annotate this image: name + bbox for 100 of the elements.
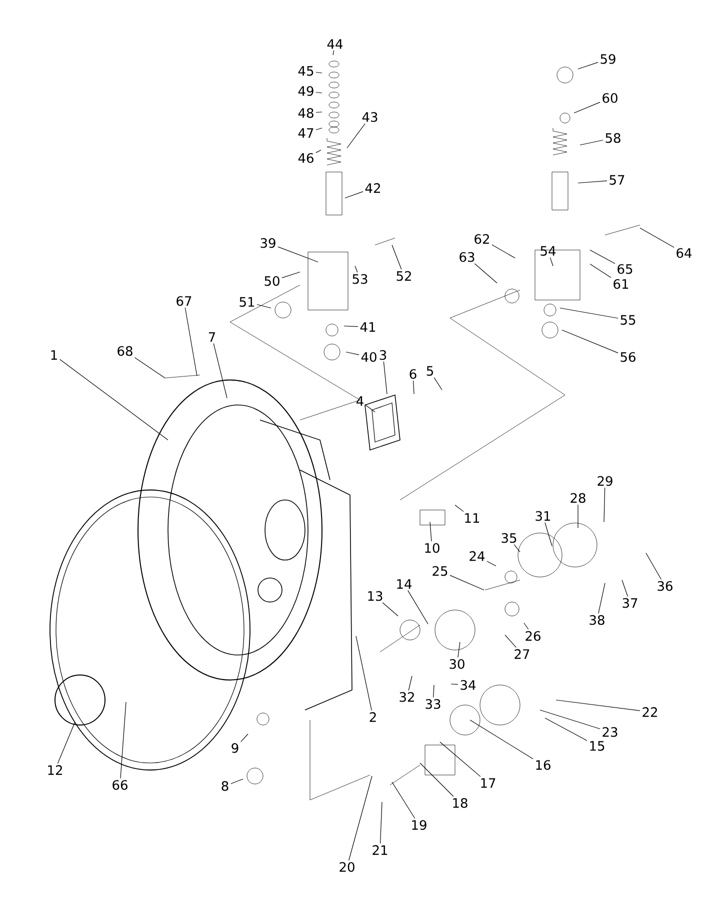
leader-line [486,560,496,566]
leader-line [316,128,322,130]
callout-number: 1 [51,350,57,360]
callout-number: 31 [536,511,550,521]
leader-line [383,361,388,394]
callout-number: 61 [614,279,628,289]
callout-number: 41 [360,322,376,332]
callout-number: 23 [602,727,618,737]
leader-line [408,676,412,691]
leader-line [256,304,272,308]
callout-number: 42 [365,183,380,193]
callout-number: 64 [676,248,692,258]
leader-line [440,742,481,777]
leader-line [544,718,588,741]
callout-number: 46 [298,153,314,163]
callout-number: 27 [514,649,530,659]
callout-number: 25 [432,566,448,576]
leader-line [540,710,600,730]
leader-line [622,580,628,597]
leader-line [646,552,662,580]
callout-number: 54 [540,246,556,256]
leader-line [590,250,616,264]
callout-number: 19 [412,820,426,830]
leader-line [392,244,402,270]
callout-number: 15 [590,741,604,751]
callout-number: 34 [460,680,476,690]
leader-line [316,72,322,74]
callout-number: 12 [48,765,62,775]
callout-number: 62 [474,234,489,244]
leader-line [470,720,534,760]
callout-number: 57 [610,175,624,185]
callout-number: 26 [526,631,540,641]
leader-line [382,602,398,616]
callout-number: 17 [481,778,496,788]
leader-line [278,246,318,262]
callout-number: 16 [536,760,550,770]
leader-line [230,778,244,784]
leader-line [578,62,598,70]
leader-line [598,582,606,614]
leader-line [474,263,498,284]
leader-line [366,404,376,412]
leader-line [346,123,366,148]
callout-number: 39 [260,238,276,248]
leader-line [458,642,460,658]
leader-line [240,734,248,742]
callout-number: 29 [598,476,612,486]
callout-number: 20 [340,862,354,872]
leader-line [332,50,334,56]
leader-line [57,722,76,764]
callout-number: 33 [426,699,440,709]
leader-line [562,330,618,354]
callout-number: 5 [426,366,433,376]
callout-number: 66 [112,780,128,790]
leader-line [640,228,674,248]
callout-number: 3 [380,350,386,360]
leader-line [504,634,516,648]
callout-number: 22 [642,707,657,717]
leader-line [380,802,382,844]
leader-line [348,776,372,861]
callout-number: 44 [327,39,343,49]
callout-number: 10 [425,543,440,553]
callout-number: 11 [465,513,480,523]
callout-number: 36 [658,581,672,591]
leader-line [356,636,372,711]
leader-line [316,112,322,113]
callout-number: 8 [222,781,228,791]
leader-line [344,326,358,327]
callout-number: 47 [298,128,314,138]
callout-number: 50 [264,276,280,286]
leader-line [346,352,360,356]
callout-number: 2 [370,712,376,722]
leader-line [434,377,442,390]
leader-line [433,684,434,698]
callout-number: 28 [570,493,586,503]
callout-number: 60 [602,93,618,103]
callout-number: 14 [397,579,412,589]
leader-line [420,762,454,797]
leader-line [184,307,198,376]
callout-number: 49 [298,86,314,96]
leader-line [392,782,416,819]
callout-number: 63 [460,252,474,262]
leader-line [213,343,228,398]
leader-line [60,359,168,440]
leader-line [492,244,516,258]
leader-line [344,191,364,198]
leader-line [316,92,322,94]
callout-number: 65 [618,264,632,274]
leader-line [282,272,300,278]
leader-line [544,522,552,546]
leader-line [550,257,554,266]
callout-number: 18 [453,798,468,808]
callout-number: 52 [396,271,411,281]
leader-line [454,504,464,512]
leader-line [413,380,414,394]
callout-number: 53 [352,274,368,284]
callout-number: 40 [361,352,376,362]
callout-number: 4 [356,396,364,406]
leader-line [450,684,458,685]
callout-number: 6 [410,369,416,379]
callout-number: 68 [118,346,132,356]
